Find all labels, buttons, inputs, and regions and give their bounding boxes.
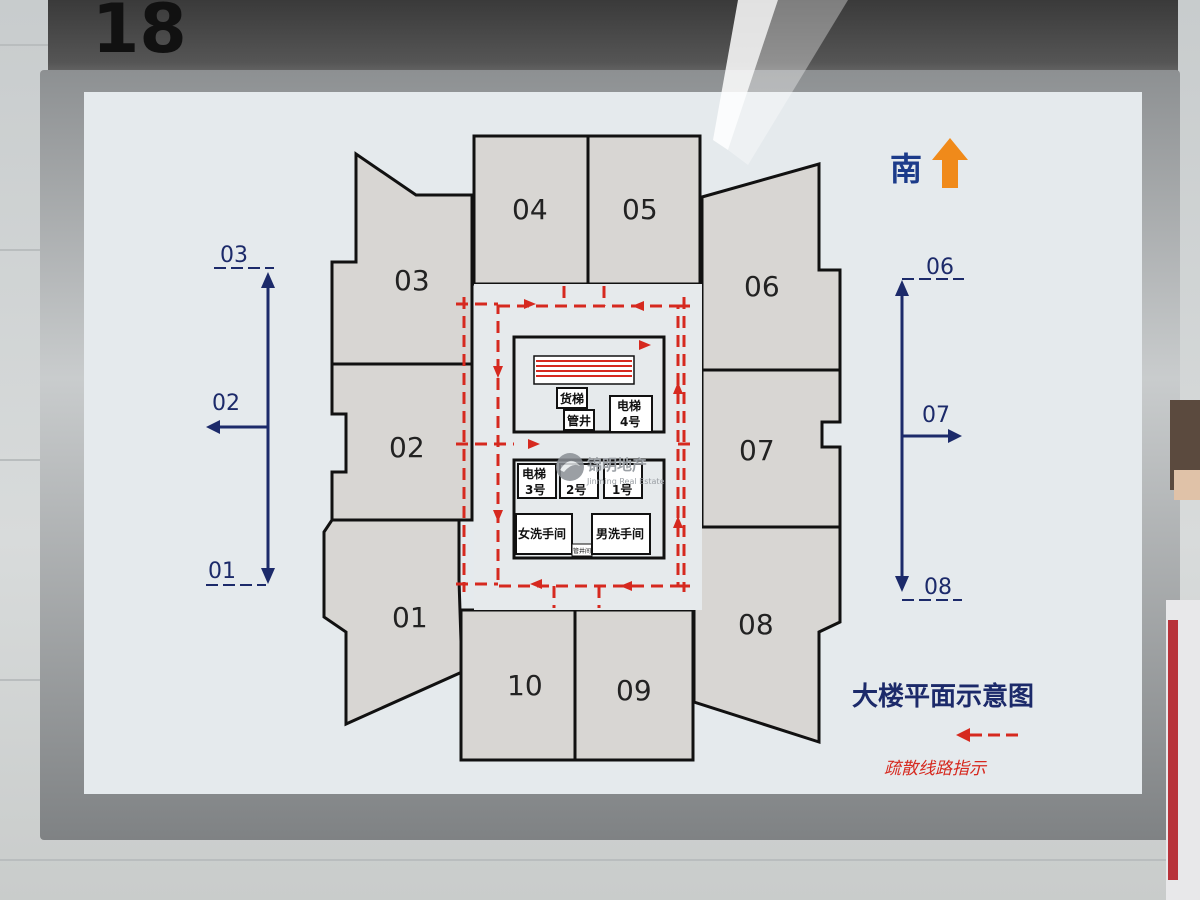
floor-number-plate <box>48 0 1178 78</box>
unit-label-10: 10 <box>507 669 543 702</box>
unit-label-06: 06 <box>744 270 780 303</box>
floor-plan-drawing: 03 02 01 04 05 06 07 08 10 09 货梯 管井 电梯 4… <box>206 134 1034 779</box>
elevator-1 <box>603 463 643 499</box>
unit-label-05: 05 <box>622 193 658 226</box>
unit-10 <box>459 608 577 762</box>
pipe-shaft-label: 管井 <box>567 413 591 428</box>
mens-restroom <box>591 513 651 555</box>
womens-restroom-label: 女洗手间 <box>518 526 566 541</box>
elevator-1-label: 1号 <box>612 482 632 497</box>
womens-restroom <box>515 513 573 555</box>
core-corridor <box>474 284 702 610</box>
watermark-text: 锦明地产 <box>587 456 647 474</box>
unit-label-01: 01 <box>392 601 428 634</box>
core-lower <box>512 458 666 560</box>
left-guide-bottom: 01 <box>208 559 236 584</box>
freight-elevator-label: 货梯 <box>560 391 584 406</box>
elevator-2-label: 2号 <box>566 482 586 497</box>
pipe-shaft <box>563 409 595 431</box>
route-legend-arrowhead <box>956 728 970 742</box>
right-guide-mid: 07 <box>922 403 950 428</box>
left-guide-mid: 02 <box>212 391 240 416</box>
unit-label-03: 03 <box>394 264 430 297</box>
unit-02 <box>330 362 474 522</box>
elevator-4-label-a: 电梯 <box>617 398 641 413</box>
right-guide-top: 06 <box>926 255 954 280</box>
unit-label-08: 08 <box>738 608 774 641</box>
floor-number: 18 <box>92 0 187 69</box>
elevator-3-label-a: 电梯 <box>522 466 546 481</box>
unit-04 <box>472 134 590 286</box>
watermark-logo <box>556 453 584 481</box>
person-reflection <box>1166 400 1200 900</box>
mens-restroom-label: 男洗手间 <box>596 526 644 541</box>
unit-01 <box>322 518 464 727</box>
elevator-4 <box>609 395 653 433</box>
north-arrow-icon <box>932 138 968 188</box>
compass-label: 南 <box>890 150 922 188</box>
unit-03 <box>330 151 474 366</box>
small-room-label: 管井间 <box>573 547 591 555</box>
left-guide-top: 03 <box>220 243 248 268</box>
unit-label-09: 09 <box>616 674 652 707</box>
floor-plan-board: 03 02 01 04 05 06 07 08 10 09 货梯 管井 电梯 4… <box>84 92 1142 794</box>
unit-09 <box>573 608 695 762</box>
evacuation-route <box>456 286 696 608</box>
elevator-3 <box>517 463 557 499</box>
watermark-subtext: Jinming Real Estate <box>586 477 665 486</box>
unit-label-04: 04 <box>512 193 548 226</box>
unit-label-07: 07 <box>739 434 775 467</box>
route-legend-label: 疏散线路指示 <box>884 759 988 779</box>
left-direction-guide <box>206 267 275 586</box>
legend-title: 大楼平面示意图 <box>852 681 1034 712</box>
unit-06 <box>700 162 842 372</box>
elevator-4-label-b: 4号 <box>620 414 640 429</box>
unit-label-02: 02 <box>389 431 425 464</box>
core-upper <box>512 335 666 434</box>
right-direction-guide <box>895 278 964 601</box>
freight-elevator <box>556 387 588 409</box>
elevator-3-label-b: 3号 <box>525 482 545 497</box>
stair-icon <box>533 355 635 385</box>
right-guide-bottom: 08 <box>924 575 952 600</box>
light-reflection <box>713 0 848 165</box>
evacuation-arrows <box>493 299 683 591</box>
